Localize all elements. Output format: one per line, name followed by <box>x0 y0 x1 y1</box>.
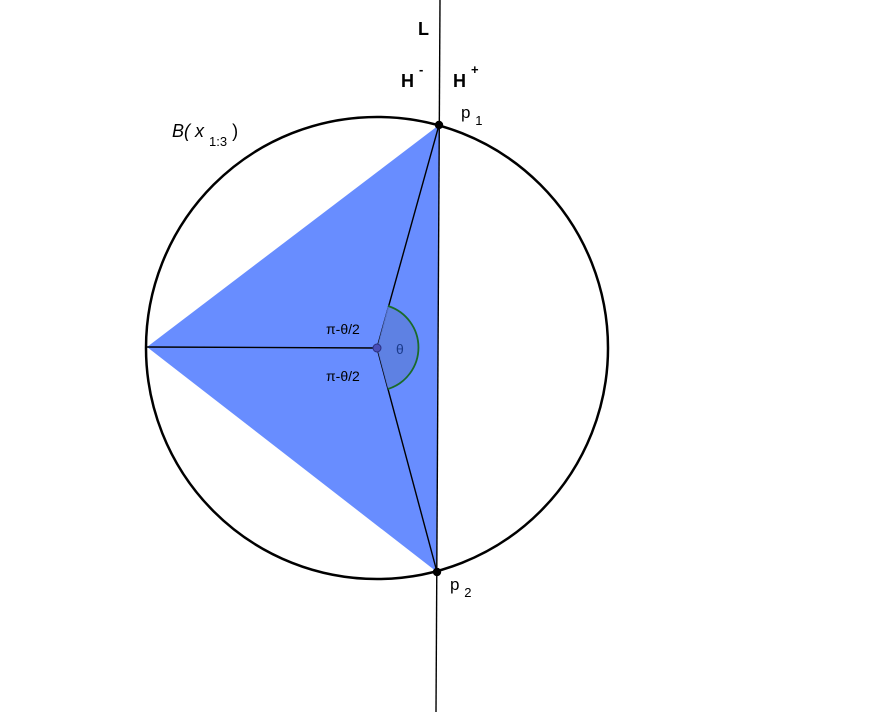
point-p2-base: p <box>450 575 459 594</box>
ball-label-suffix: ) <box>232 121 238 141</box>
angle-lower-label: π-θ/2 <box>326 368 360 384</box>
ball-circle <box>144 115 610 581</box>
halfspace-plus-base: H <box>453 71 466 91</box>
halfspace-minus-label: H - <box>401 62 423 91</box>
theta-angle-sector <box>377 306 419 389</box>
ball-label-var: x <box>194 121 205 141</box>
radius-to-left-vertex <box>146 346 378 349</box>
point-p1 <box>434 120 444 130</box>
ball-label-sub: 1:3 <box>209 134 227 149</box>
ball-label: B( x 1:3 ) <box>172 121 238 150</box>
angle-upper-label: π-θ/2 <box>326 321 360 337</box>
theta-angle-arc <box>387 305 420 390</box>
ball-label-prefix: B( <box>172 121 192 141</box>
line-L <box>435 0 441 712</box>
halfspace-plus-label: H + <box>453 62 479 91</box>
point-p2-sub: 2 <box>464 585 471 600</box>
point-p1-label: p 1 <box>461 103 482 128</box>
halfspace-plus-sup: + <box>471 62 479 77</box>
center-point <box>372 343 382 353</box>
radius-to-p2 <box>376 347 438 573</box>
shaded-triangle <box>147 125 439 572</box>
point-p1-base: p <box>461 103 470 122</box>
point-p1-sub: 1 <box>475 113 482 128</box>
line-label: L <box>418 19 429 39</box>
halfspace-minus-base: H <box>401 71 414 91</box>
halfspace-minus-sup: - <box>419 62 423 77</box>
theta-label: θ <box>396 341 404 357</box>
point-p2 <box>432 567 442 577</box>
point-p2-label: p 2 <box>450 575 471 600</box>
